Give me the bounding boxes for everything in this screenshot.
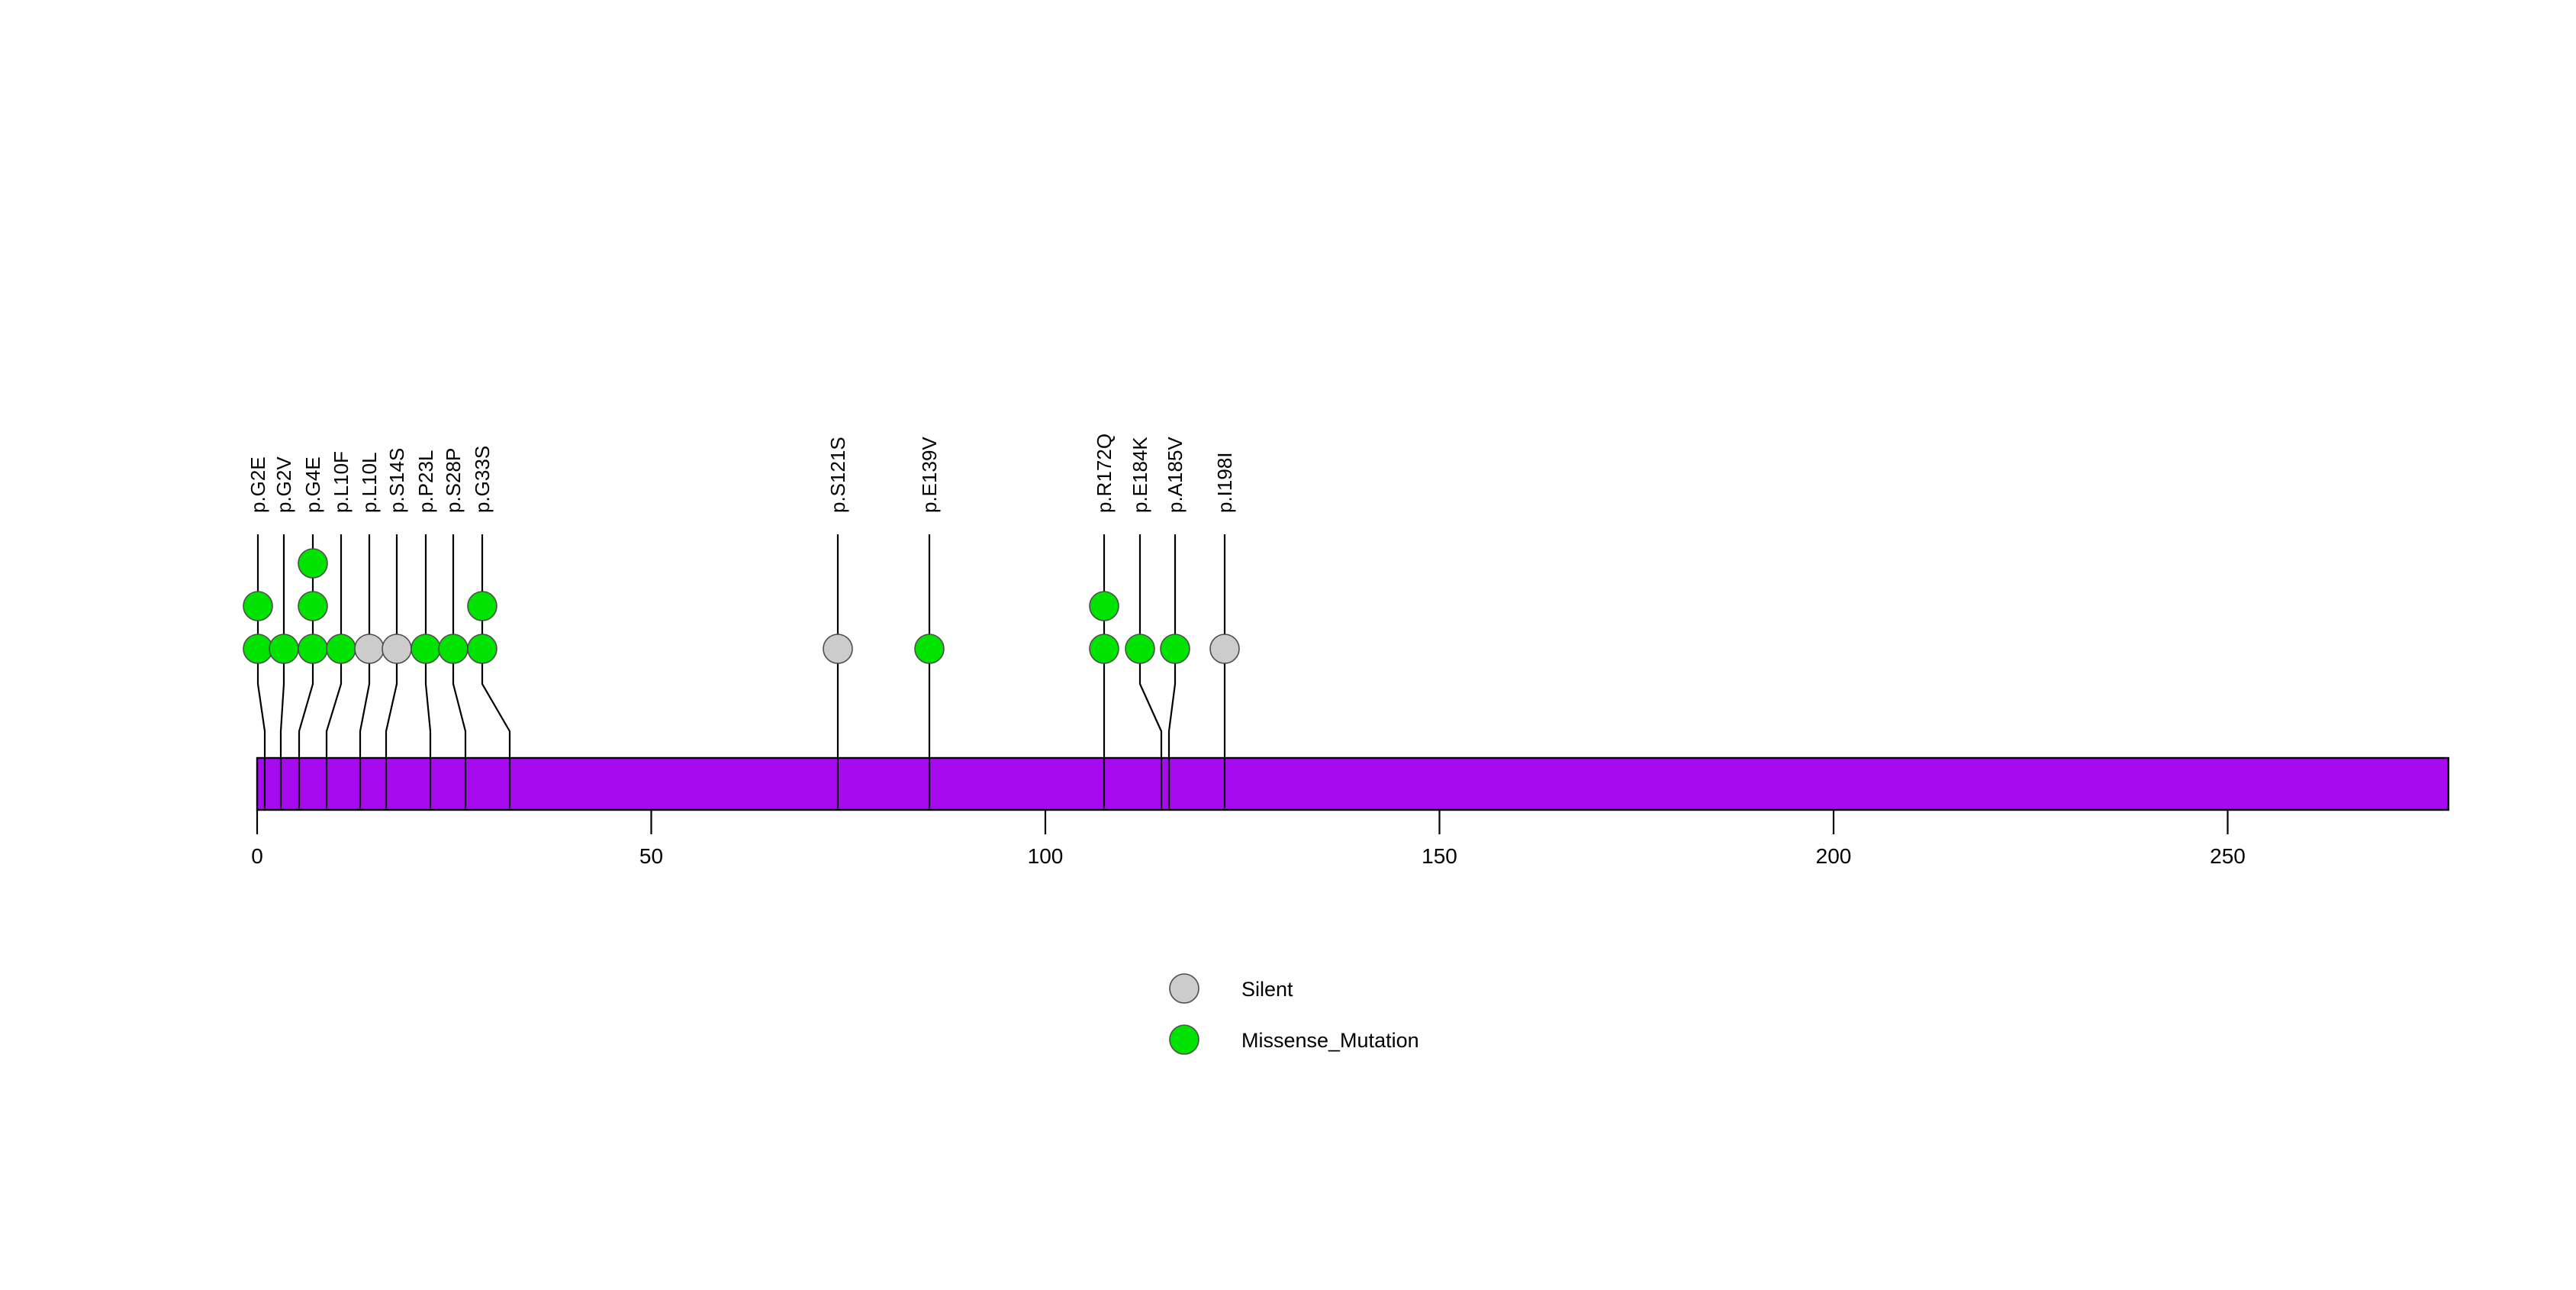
lollipop-node[interactable] (243, 591, 273, 621)
mutation-label: p.E139V (918, 437, 941, 513)
mutation-label: p.G2E (246, 456, 269, 513)
lollipop-stem (385, 534, 398, 808)
lollipop-node[interactable] (298, 548, 328, 579)
lollipop-nodes-group (243, 548, 1240, 664)
x-axis-tick-label: 0 (251, 844, 263, 868)
mutation-label: p.G33S (471, 446, 494, 513)
lollipop-node[interactable] (1160, 634, 1190, 664)
lollipop-node[interactable] (269, 634, 299, 664)
lollipop-node[interactable] (467, 591, 497, 621)
mutation-label: p.I198I (1213, 452, 1236, 513)
x-axis-tick-label: 200 (1816, 844, 1852, 868)
lollipop-stem (359, 534, 371, 808)
mutation-label: p.R172Q (1093, 434, 1116, 513)
lollipop-stem (452, 534, 467, 808)
lollipop-stem (424, 534, 432, 808)
lollipop-node[interactable] (298, 591, 328, 621)
lollipop-node[interactable] (914, 634, 945, 664)
lollipop-stem (279, 534, 285, 808)
lollipop-stem (1167, 534, 1177, 808)
lollipop-node[interactable] (326, 634, 356, 664)
mutation-label: p.S121S (826, 437, 849, 513)
lollipop-node[interactable] (467, 634, 497, 664)
mutation-label: p.S28P (442, 448, 465, 513)
lollipop-node[interactable] (438, 634, 469, 664)
lollipop-node[interactable] (1089, 634, 1119, 664)
x-axis-tick-label: 50 (639, 844, 663, 868)
legend-swatch[interactable] (1169, 973, 1199, 1004)
x-axis-tick-label: 100 (1028, 844, 1064, 868)
lollipop-node[interactable] (1125, 634, 1155, 664)
lollipop-node[interactable] (1089, 591, 1119, 621)
legend-swatch[interactable] (1169, 1024, 1199, 1055)
mutation-label: p.P23L (414, 450, 437, 513)
legend-label: Silent (1241, 978, 1293, 1001)
protein-backbone-track (256, 756, 2449, 811)
lollipop-stem (1138, 534, 1163, 808)
lollipop-node[interactable] (298, 634, 328, 664)
mutation-label: p.G2V (272, 456, 295, 513)
mutation-label: p.E184K (1129, 437, 1151, 513)
mutation-label: p.A185V (1164, 437, 1187, 513)
lollipop-stem (325, 534, 343, 808)
protein-backbone-bar (256, 756, 2449, 811)
mutation-label: p.L10L (358, 452, 381, 513)
legend-label: Missense_Mutation (1241, 1029, 1419, 1052)
lollipop-stems-group (256, 534, 1226, 808)
x-axis-tick-label: 150 (1422, 844, 1457, 868)
lollipop-node[interactable] (354, 634, 385, 664)
lollipop-node[interactable] (243, 634, 273, 664)
mutation-label: p.G4E (301, 456, 324, 513)
lollipop-node[interactable] (823, 634, 853, 664)
lollipop-node[interactable] (1209, 634, 1240, 664)
x-axis-tick-label: 250 (2210, 844, 2246, 868)
x-axis-group: 0 50 100 150 200 250 (251, 810, 2246, 868)
mutation-label: p.L10F (330, 451, 353, 513)
lollipop-node[interactable] (411, 634, 441, 664)
mutation-label: p.S14S (385, 448, 408, 513)
lollipop-node[interactable] (382, 634, 412, 664)
